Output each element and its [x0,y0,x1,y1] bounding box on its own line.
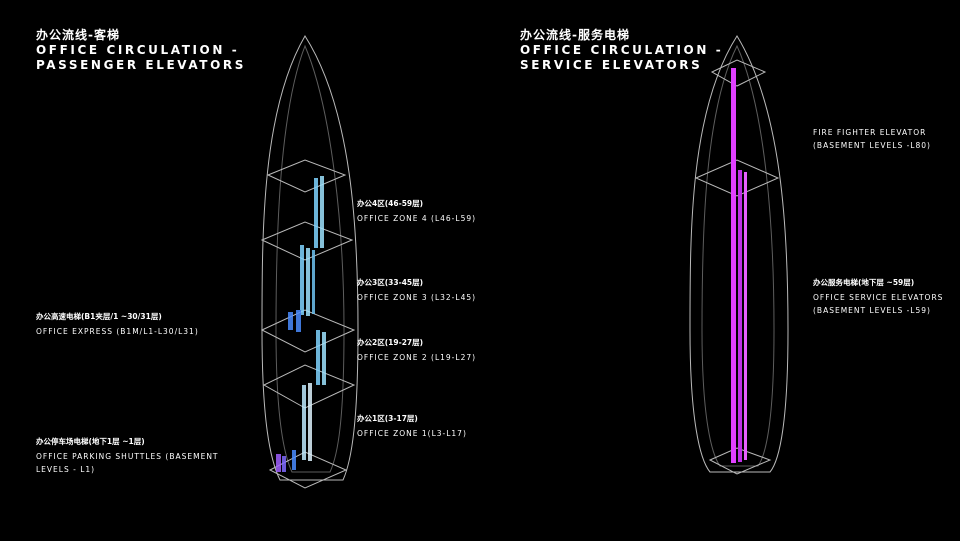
tower-outline-left [261,35,359,481]
parking-label-en: OFFICE PARKING SHUTTLES (BASEMENT LEVELS… [36,452,219,474]
zone3-label-en: OFFICE ZONE 3 (L32-L45) [357,293,477,302]
zone2-label-en: OFFICE ZONE 2 (L19-L27) [357,353,477,362]
tower-outline-right [689,35,789,473]
service-label-cn: 办公服务电梯(地下层 ~59层) [813,278,915,287]
right-title-en: OFFICE CIRCULATION - SERVICE ELEVATORS [520,43,724,72]
zone2-label-cn: 办公2区(19-27层) [357,338,424,347]
right-title-cn: 办公流线-服务电梯 [520,28,630,42]
service-elevator-shafts [731,68,747,463]
parking-label-cn: 办公停车场电梯(地下1层 ~1层) [36,437,145,446]
left-title-cn: 办公流线-客梯 [36,28,120,42]
express-label-cn: 办公高速电梯(B1夹层/1 ~30/31层) [36,312,162,321]
zone1-label-cn: 办公1区(3-17层) [357,414,418,423]
passenger-elevator-shafts [276,176,326,472]
zone4-label-cn: 办公4区(46-59层) [357,199,424,208]
zone1-label-en: OFFICE ZONE 1(L3-L17) [357,429,467,438]
left-title-en: OFFICE CIRCULATION - PASSENGER ELEVATORS [36,43,246,72]
fire-fighter-label-en: FIRE FIGHTER ELEVATOR (BASEMENT LEVELS -… [813,128,931,150]
service-label-en: OFFICE SERVICE ELEVATORS (BASEMENT LEVEL… [813,293,944,315]
express-label-en: OFFICE EXPRESS (B1M/L1-L30/L31) [36,327,199,336]
zone3-label-cn: 办公3区(33-45层) [357,278,424,287]
zone4-label-en: OFFICE ZONE 4 (L46-L59) [357,214,477,223]
